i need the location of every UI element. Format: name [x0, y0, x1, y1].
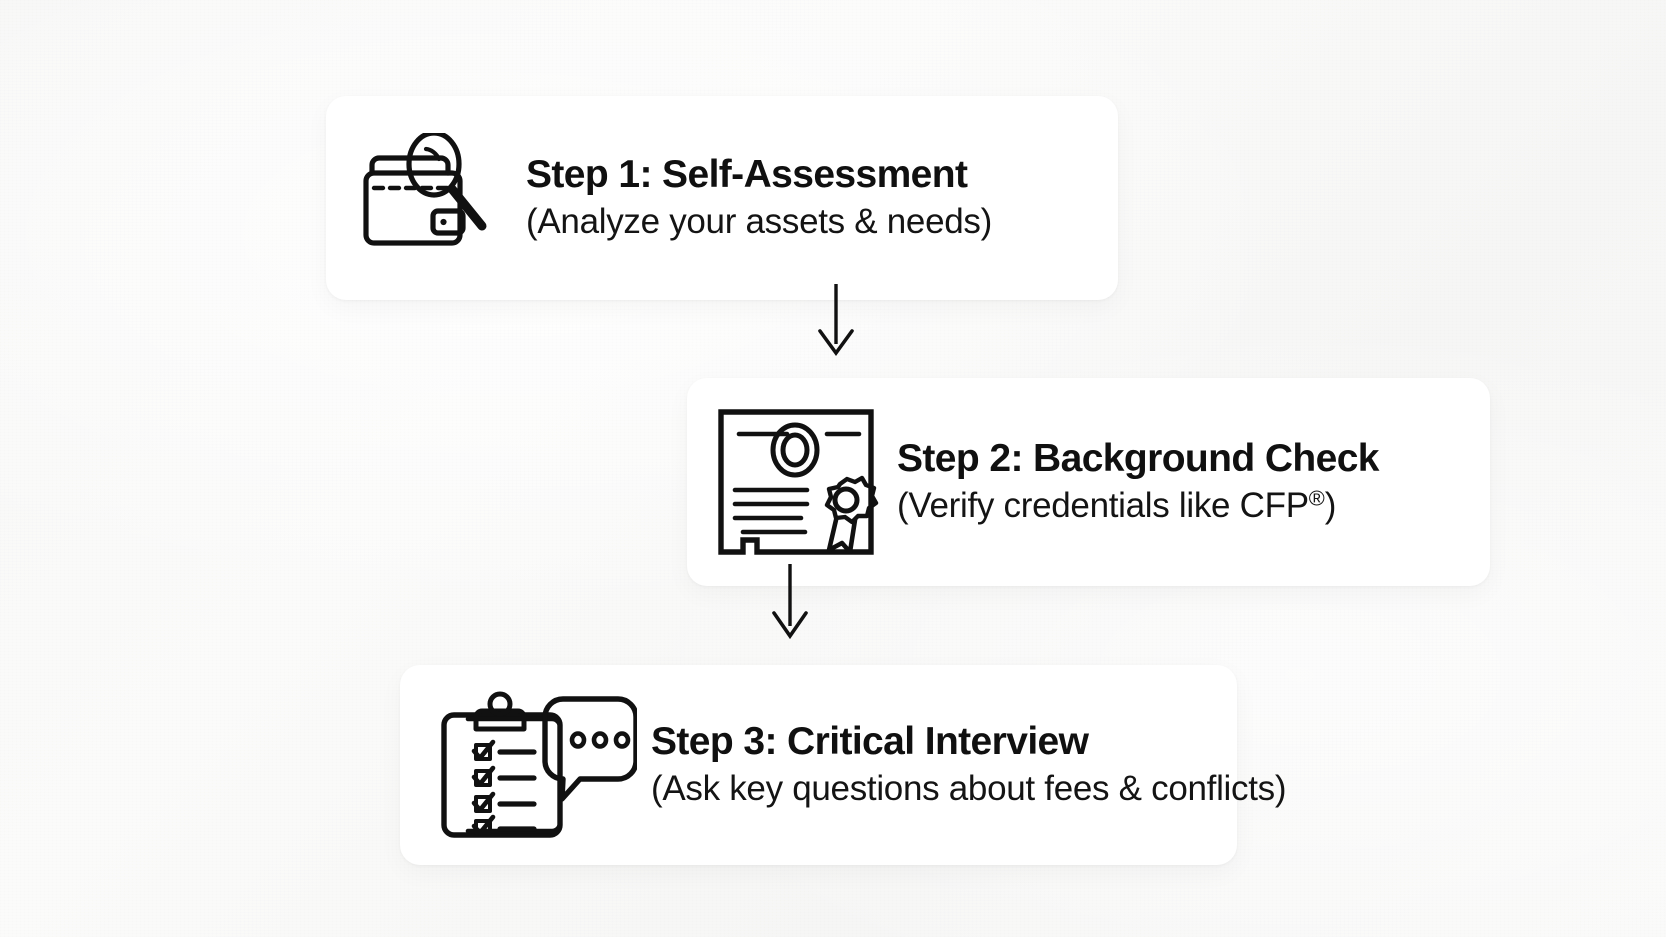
step-1-subtitle: (Analyze your assets & needs)	[526, 201, 992, 241]
step-2-subtitle-prefix: (Verify credentials like CFP	[897, 485, 1309, 525]
step-2-title: Step 2: Background Check	[897, 437, 1379, 481]
step-3-subtitle: (Ask key questions about fees & conflict…	[651, 768, 1287, 808]
certificate-icon	[709, 402, 887, 562]
registered-trademark-icon: ®	[1308, 485, 1325, 511]
wallet-magnifier-icon	[360, 133, 510, 263]
step-2-subtitle-suffix: )	[1324, 485, 1337, 525]
step-2-subtitle: (Verify credentials like CFP®)	[897, 486, 1379, 525]
step-3-text: Step 3: Critical Interview (Ask key ques…	[651, 720, 1287, 808]
step-3-title: Step 3: Critical Interview	[651, 720, 1089, 764]
clipboard-chat-icon	[432, 685, 637, 845]
connector-arrow-1	[806, 282, 866, 365]
step-card-3[interactable]: Step 3: Critical Interview (Ask key ques…	[400, 665, 1287, 865]
step-card-2[interactable]: Step 2: Background Check (Verify credent…	[687, 378, 1490, 586]
step-2-text: Step 2: Background Check (Verify credent…	[897, 439, 1379, 525]
step-1-text: Step 1: Self-Assessment (Analyze your as…	[526, 155, 992, 241]
connector-arrow-2	[760, 562, 820, 649]
step-card-1[interactable]: Step 1: Self-Assessment (Analyze your as…	[326, 96, 1118, 300]
step-1-title: Step 1: Self-Assessment	[526, 153, 968, 197]
